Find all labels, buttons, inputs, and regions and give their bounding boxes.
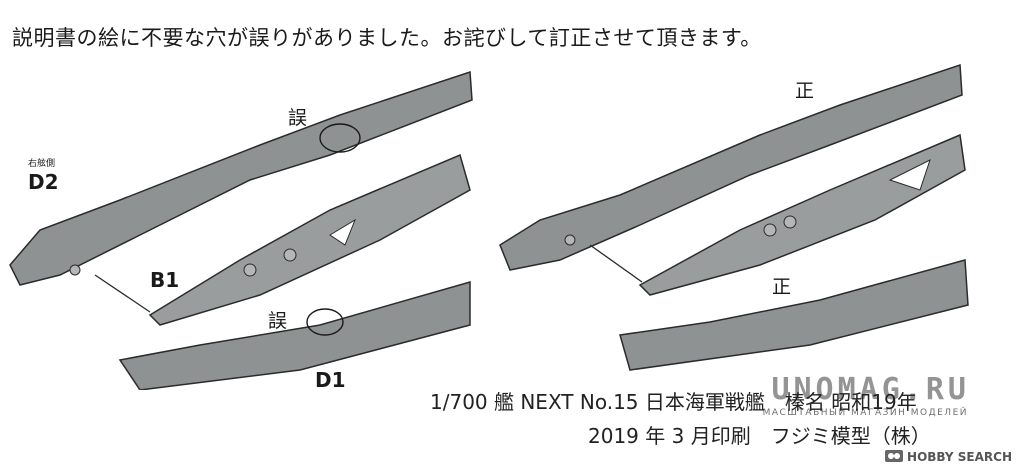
part-d2-shape <box>9 70 473 286</box>
hobby-search-logo-icon <box>885 450 904 465</box>
mark-wrong-top: 誤 <box>288 107 308 129</box>
part-d1-shape <box>118 281 471 391</box>
mark-correct-bottom: 正 <box>772 276 792 298</box>
hobby-search-credit: HOBBY SEARCH <box>885 450 1012 465</box>
mark-wrong-bottom: 誤 <box>268 310 288 332</box>
watermark-tagline: МАСШТАБНЫЙ МАГАЗИН МОДЕЛЕЙ <box>762 408 968 418</box>
correct-illustration <box>490 60 990 390</box>
part-b1-correct-shape <box>638 133 966 296</box>
hobby-search-text: HOBBY SEARCH <box>907 450 1012 464</box>
mark-correct-top: 正 <box>795 80 815 102</box>
error-circle-top <box>319 123 361 153</box>
part-d2-caption: 右舷側 <box>28 159 56 169</box>
part-d1-label: D1 <box>315 368 346 392</box>
footer-print-line: 2019 年 3 月印刷 フジミ模型（株） <box>588 424 931 448</box>
part-d1-correct-shape <box>619 259 969 371</box>
correct-parts-drawing <box>499 63 969 371</box>
part-b1-label: B1 <box>150 268 180 292</box>
incorrect-parts-drawing <box>9 70 473 391</box>
part-b1-shape <box>148 153 471 326</box>
part-d2-correct-shape <box>499 63 963 271</box>
part-d2-label: D2 <box>28 170 59 194</box>
notice-text: 説明書の絵に不要な穴が誤りがありました。お詫びして訂正させて頂きます。 <box>12 26 762 50</box>
watermark-site: UNOMAG.RU <box>771 372 970 407</box>
incorrect-illustration <box>0 60 500 391</box>
footer-product-line: 1/700 艦 NEXT No.15 日本海軍戦艦 榛名 昭和19年 <box>430 390 917 414</box>
error-circle-bottom <box>306 308 344 336</box>
